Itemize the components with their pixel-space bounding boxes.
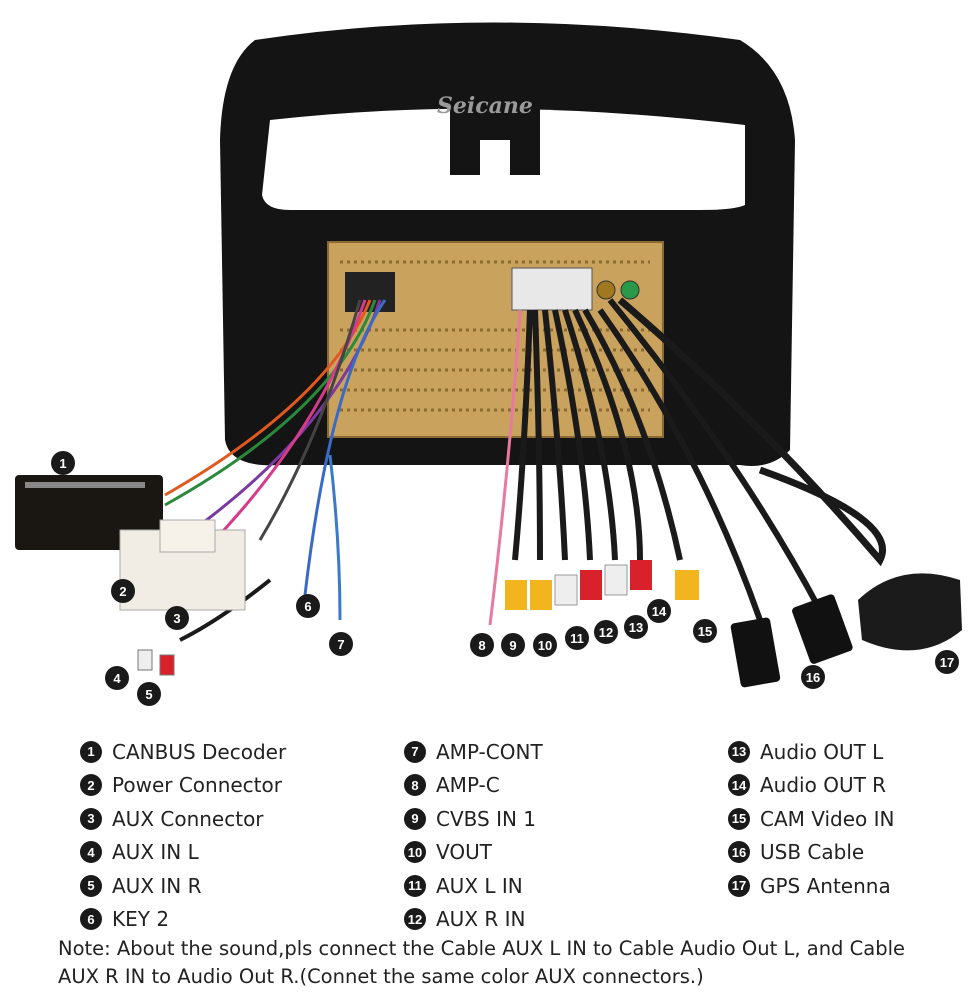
head-unit-chassis: [327, 241, 664, 438]
svg-text:11: 11: [570, 631, 584, 646]
legend-column-1: 1 CANBUS Decoder 2 Power Connector 3 AUX Co…: [80, 735, 286, 936]
legend-item: 10 VOUT: [404, 836, 543, 870]
legend-label: VOUT: [436, 840, 492, 865]
svg-text:17: 17: [940, 655, 954, 670]
legend-item: 9 CVBS IN 1: [404, 802, 543, 836]
callout-15: 15: [693, 619, 717, 643]
svg-text:10: 10: [538, 638, 552, 653]
number-badge: 11: [404, 874, 426, 897]
legend-label: AUX IN L: [112, 840, 199, 865]
callout-16: 16: [801, 665, 825, 689]
callout-12: 12: [594, 620, 618, 644]
watermark-text: Seicane: [437, 93, 533, 119]
legend-label: AUX IN R: [112, 873, 202, 898]
svg-text:14: 14: [652, 604, 667, 619]
legend-item: 2 Power Connector: [80, 769, 286, 803]
legend-label: CAM Video IN: [760, 806, 895, 831]
legend-label: CANBUS Decoder: [112, 739, 287, 764]
wire-harness: [164, 297, 886, 642]
callouts: 1 2 3 4 5 6 7 8 9 10 11 12 13 14 15 16 1…: [51, 451, 959, 706]
callout-1: 1: [51, 451, 75, 475]
number-badge: 9: [404, 807, 426, 830]
legend-label: AMP-CONT: [436, 739, 543, 764]
legend-item: 17 GPS Antenna: [728, 869, 895, 903]
legend-label: AMP-C: [436, 773, 500, 798]
rca-plugs: [137, 560, 699, 676]
legend-label: GPS Antenna: [760, 873, 891, 898]
number-badge: 13: [728, 740, 750, 763]
legend-label: CVBS IN 1: [436, 806, 537, 831]
power-connector: [119, 519, 246, 611]
legend-item: 3 AUX Connector: [80, 802, 286, 836]
legend-column-3: 13 Audio OUT L 14 Audio OUT R 15 CAM Video …: [728, 735, 895, 903]
legend-item: 12 AUX R IN: [404, 903, 543, 937]
number-badge: 6: [80, 908, 102, 931]
svg-text:15: 15: [698, 624, 712, 639]
svg-text:9: 9: [509, 638, 516, 653]
number-badge: 4: [80, 841, 102, 864]
svg-text:2: 2: [119, 584, 126, 599]
legend-item: 8 AMP-C: [404, 769, 543, 803]
number-badge: 3: [80, 807, 102, 830]
number-badge: 12: [404, 908, 426, 931]
legend-label: Audio OUT L: [760, 739, 884, 764]
legend-label: KEY 2: [112, 907, 170, 932]
legend-label: Audio OUT R: [760, 773, 887, 798]
number-badge: 15: [728, 807, 750, 830]
callout-5: 5: [137, 682, 161, 706]
legend-label: AUX Connector: [112, 806, 264, 831]
number-badge: 8: [404, 774, 426, 797]
legend-item: 13 Audio OUT L: [728, 735, 895, 769]
svg-text:1: 1: [59, 456, 66, 471]
callout-17: 17: [935, 650, 959, 674]
svg-text:6: 6: [304, 599, 311, 614]
callout-4: 4: [105, 666, 129, 690]
callout-13: 13: [624, 615, 648, 639]
number-badge: 1: [80, 740, 102, 763]
number-badge: 14: [728, 774, 750, 797]
svg-text:16: 16: [806, 670, 820, 685]
callout-2: 2: [111, 579, 135, 603]
callout-11: 11: [565, 626, 589, 650]
callout-3: 3: [165, 606, 189, 630]
gps-antenna: [858, 573, 962, 651]
svg-text:7: 7: [337, 637, 344, 652]
legend-item: 16 USB Cable: [728, 836, 895, 870]
svg-text:12: 12: [599, 625, 613, 640]
number-badge: 10: [404, 841, 426, 864]
legend-item: 14 Audio OUT R: [728, 769, 895, 803]
legend-label: Power Connector: [112, 773, 282, 798]
number-badge: 17: [728, 874, 750, 897]
callout-10: 10: [533, 633, 557, 657]
callout-7: 7: [329, 632, 353, 656]
callout-8: 8: [470, 633, 494, 657]
svg-text:8: 8: [478, 638, 485, 653]
usb-connectors: [730, 594, 853, 688]
wiring-diagram-photo: Seicane: [15, 22, 962, 706]
legend-item: 15 CAM Video IN: [728, 802, 895, 836]
legend-item: 5 AUX IN R: [80, 869, 286, 903]
callout-9: 9: [501, 633, 525, 657]
number-badge: 2: [80, 774, 102, 797]
callout-14: 14: [647, 599, 671, 623]
number-badge: 7: [404, 740, 426, 763]
legend-item: 4 AUX IN L: [80, 836, 286, 870]
number-badge: 16: [728, 841, 750, 864]
legend-label: AUX L IN: [436, 873, 523, 898]
number-badge: 5: [80, 874, 102, 897]
svg-text:13: 13: [629, 620, 643, 635]
legend-item: 11 AUX L IN: [404, 869, 543, 903]
svg-text:3: 3: [173, 611, 180, 626]
callout-6: 6: [296, 594, 320, 618]
legend-label: AUX R IN: [436, 907, 526, 932]
legend-item: 1 CANBUS Decoder: [80, 735, 286, 769]
legend: 1 CANBUS Decoder 2 Power Connector 3 AUX Co…: [0, 735, 980, 935]
svg-text:4: 4: [113, 671, 121, 686]
svg-text:5: 5: [145, 687, 152, 702]
legend-label: USB Cable: [760, 840, 865, 865]
legend-item: 7 AMP-CONT: [404, 735, 543, 769]
legend-item: 6 KEY 2: [80, 903, 286, 937]
note-text: Note: About the sound,pls connect the Ca…: [58, 937, 905, 988]
